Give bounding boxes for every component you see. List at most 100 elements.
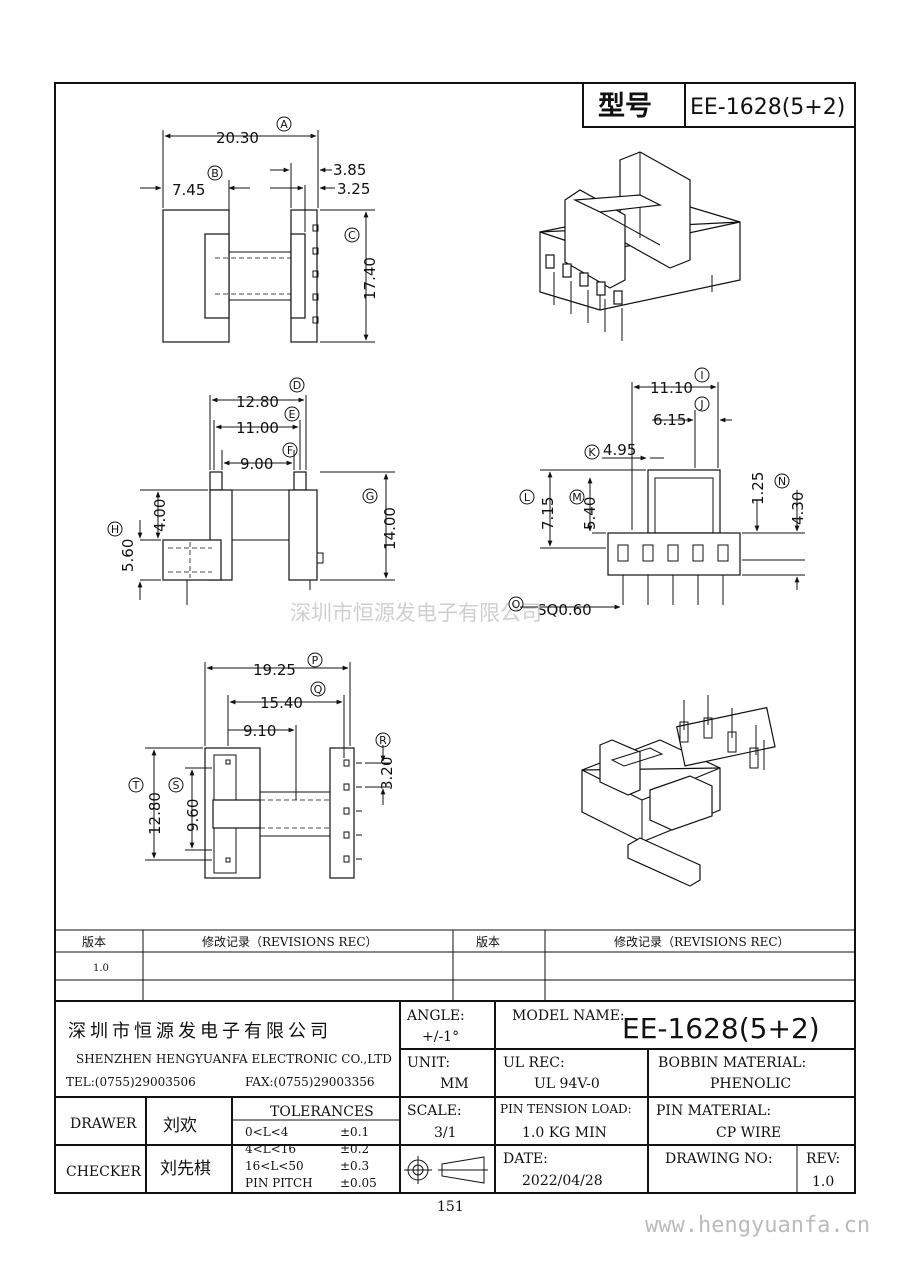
callout-circle-g	[362, 488, 378, 504]
company-name-cn: 深圳市恒源发电子有限公司	[68, 1021, 332, 1042]
callout-circle-s	[168, 777, 184, 793]
rev-col4: 修改记录（REVISIONS REC）	[614, 934, 790, 949]
drawing-frame	[54, 82, 856, 1194]
dim-h2-text: 5.60	[119, 539, 137, 572]
pin-tension-label: PIN TENSION LOAD:	[500, 1102, 632, 1116]
callout-letter-b: B	[211, 167, 219, 180]
callout-circle-j	[694, 396, 710, 412]
side-view: 12.80 11.00 9.00 14.00 4.00 5.60	[119, 393, 399, 605]
dim-b3-text: 3.25	[337, 180, 370, 198]
rev-label: REV:	[806, 1151, 840, 1167]
callout-letter-o: O	[512, 598, 521, 611]
pin-tension-value: 1.0 KG MIN	[522, 1125, 607, 1141]
checker-value: 刘先棋	[160, 1159, 211, 1179]
tolerances-title: TOLERANCES	[270, 1104, 374, 1120]
dim-k-text: 4.95	[603, 441, 636, 459]
callout-circle-p	[307, 652, 323, 668]
dim-q2-text: 9.10	[243, 722, 276, 740]
date-value: 2022/04/28	[522, 1173, 603, 1189]
dim-e-text: 11.00	[236, 419, 279, 437]
callout-letter-r: R	[379, 734, 387, 747]
callout-letter-f: F	[287, 444, 293, 457]
tol-range-2: 16<L<50	[245, 1159, 304, 1173]
model-name-label: MODEL NAME:	[512, 1008, 625, 1024]
dim-m-text: 5.40	[581, 497, 599, 530]
rev-col3: 版本	[476, 935, 500, 949]
callout-circle-d	[289, 377, 305, 393]
iso-view-top	[539, 151, 741, 341]
bobbin-material-value: PHENOLIC	[710, 1076, 791, 1092]
site-watermark: www.hengyuanfa.cn	[645, 1213, 870, 1238]
callout-letter-t: T	[132, 779, 140, 792]
dim-t-text: 12.80	[146, 792, 164, 835]
callout-circle-e	[284, 406, 300, 422]
callout-circle-f	[282, 442, 298, 458]
callout-letter-g: G	[366, 490, 375, 503]
callout-circle-c	[344, 227, 360, 243]
callout-circle-q	[310, 681, 326, 697]
callout-letter-e: E	[289, 408, 296, 421]
scale-label: SCALE:	[407, 1103, 462, 1119]
bobbin-material-label: BOBBIN MATERIAL:	[658, 1055, 806, 1071]
iso-view-bottom	[581, 695, 776, 887]
dim-d-text: 12.80	[236, 393, 279, 411]
company-tel: TEL:(0755)29003506	[66, 1075, 196, 1089]
callout-circle-m	[569, 489, 585, 505]
dim-c-text: 17.40	[361, 257, 379, 300]
callout-circle-o	[508, 596, 524, 612]
dim-q-text: 15.40	[260, 694, 303, 712]
dim-g-text: 14.00	[381, 507, 399, 550]
watermark: 深圳市恒源发电子有限公司	[290, 601, 542, 625]
callout-circle-a	[276, 116, 292, 132]
callout-letter-s: S	[173, 779, 180, 792]
dim-n1-text: 1.25	[749, 472, 767, 505]
scale-value: 3/1	[434, 1125, 457, 1141]
dim-h1-text: 4.00	[151, 499, 169, 532]
drawer-value: 刘欢	[163, 1116, 197, 1136]
callout-letter-a: A	[280, 118, 288, 131]
callout-letter-n: N	[778, 475, 786, 488]
dim-l-text: 7.15	[539, 497, 557, 530]
callout-letter-m: M	[572, 491, 582, 504]
ul-rec-label: UL REC:	[503, 1055, 565, 1071]
callout-circle-t	[128, 777, 144, 793]
callout-circle-h	[107, 521, 123, 537]
tol-range-3: PIN PITCH	[245, 1176, 313, 1190]
dim-p-text: 19.25	[253, 661, 296, 679]
dim-b-text: 7.45	[172, 181, 205, 199]
date-label: DATE:	[503, 1151, 548, 1167]
angle-label: ANGLE:	[406, 1008, 465, 1024]
company-name-en: SHENZHEN HENGYUANFA ELECTRONIC CO.,LTD	[76, 1052, 392, 1066]
front-view: 20.30 7.45 3.85 3.25 17.40	[140, 129, 379, 343]
rev-col2: 修改记录（REVISIONS REC）	[202, 934, 378, 949]
callout-letter-k: K	[588, 446, 596, 459]
angle-value: +/-1°	[422, 1029, 459, 1045]
tol-value-0: ±0.1	[340, 1125, 369, 1139]
model-header-label: 型号	[598, 91, 652, 122]
tol-range-0: 0<L<4	[245, 1125, 289, 1139]
callout-letter-p: P	[312, 654, 319, 667]
company-fax: FAX:(0755)29003356	[245, 1075, 375, 1089]
dim-s-text: 9.60	[184, 799, 202, 832]
tol-value-2: ±0.3	[340, 1159, 369, 1173]
tol-range-1: 4<L<16	[245, 1142, 296, 1156]
checker-label: CHECKER	[66, 1164, 142, 1180]
title-block: 深圳市恒源发电子有限公司 SHENZHEN HENGYUANFA ELECTRO…	[55, 1001, 855, 1193]
bottom-view: 19.25 15.40 9.10 3.20 12.80 9.60	[145, 661, 396, 879]
rev-value: 1.0	[812, 1174, 834, 1190]
callout-circle-r	[375, 732, 391, 748]
callout-circle-l	[519, 489, 535, 505]
unit-label: UNIT:	[407, 1055, 450, 1071]
model-name-value: EE-1628(5+2)	[622, 1012, 820, 1045]
callout-letter-d: D	[293, 379, 301, 392]
dim-r-text: 3.20	[378, 757, 396, 790]
revision-table: 版本 修改记录（REVISIONS REC） 版本 修改记录（REVISIONS…	[55, 929, 855, 1002]
callout-letter-i: I	[700, 369, 703, 382]
projection-icon	[404, 1156, 488, 1184]
dim-j-text: 6.15	[653, 411, 686, 429]
rev-row1-version: 1.0	[93, 963, 109, 974]
callout-circle-i	[694, 367, 710, 383]
pin-material-value: CP WIRE	[716, 1125, 781, 1141]
